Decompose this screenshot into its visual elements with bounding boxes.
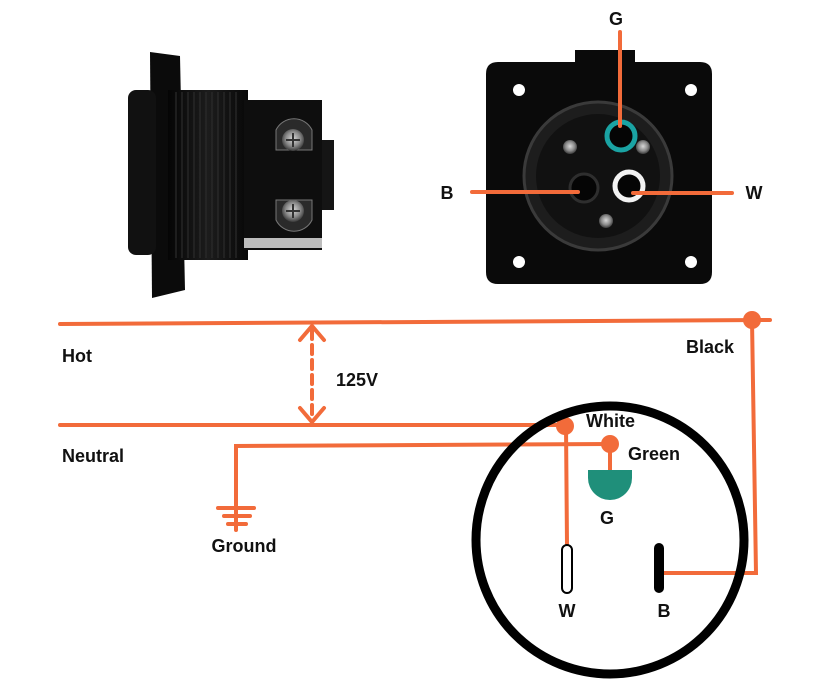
- ground-line: [234, 442, 612, 532]
- front-view-pointers: [470, 30, 734, 195]
- face-screw: [636, 140, 650, 154]
- housing-plate: [244, 238, 322, 248]
- terminal-screw-bottom: [275, 199, 313, 232]
- junction-black: [743, 311, 761, 329]
- ground-label: Ground: [212, 536, 277, 556]
- terminal-screw-top: [275, 118, 313, 151]
- ground-symbol-icon: [216, 506, 256, 526]
- inlet-side-view: [128, 52, 334, 298]
- pin-label-w: W: [559, 601, 576, 621]
- mount-hole-bl: [513, 256, 525, 268]
- hot-line: [58, 318, 772, 326]
- rear-connector: [322, 140, 334, 210]
- front-lip: [128, 90, 156, 255]
- white-wire: [564, 424, 569, 547]
- inlet-front-view: [486, 50, 712, 284]
- hot-pin-icon: [654, 543, 664, 593]
- face-screw: [599, 214, 613, 228]
- mount-hole-br: [685, 256, 697, 268]
- green-label: Green: [628, 444, 680, 464]
- pin-label-b: B: [658, 601, 671, 621]
- ground-pin-icon: [588, 470, 632, 500]
- black-label: Black: [686, 337, 735, 357]
- voltage-arrow-icon: [298, 322, 326, 426]
- white-socket-ring: [612, 169, 646, 203]
- mount-hole-tl: [513, 84, 525, 96]
- hot-label: Hot: [62, 346, 92, 366]
- thread-lines: [175, 92, 237, 258]
- neutral-pin-icon: [561, 544, 573, 594]
- junction-white: [556, 417, 574, 435]
- black-wire: [662, 318, 759, 575]
- face-screw: [563, 140, 577, 154]
- mount-hole-tr: [685, 84, 697, 96]
- white-label: White: [586, 411, 635, 431]
- neutral-label: Neutral: [62, 446, 124, 466]
- front-label-w: W: [746, 183, 763, 203]
- wires: [58, 318, 772, 575]
- receptacle-outline: [471, 401, 749, 679]
- pin-label-g: G: [600, 508, 614, 528]
- black-socket-ring: [568, 172, 600, 204]
- front-label-g: G: [609, 9, 623, 29]
- voltage-label: 125V: [336, 370, 378, 390]
- junction-green: [601, 435, 619, 453]
- front-label-b: B: [441, 183, 454, 203]
- threaded-body: [168, 90, 248, 260]
